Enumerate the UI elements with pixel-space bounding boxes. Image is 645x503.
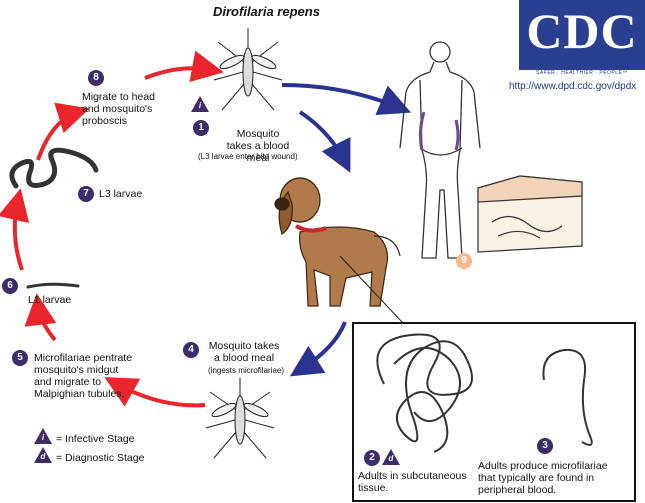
step-6-label: L1 larvae xyxy=(28,294,72,306)
step-4-note: (ingests microfilariae) xyxy=(208,366,285,375)
step-1-note: (L3 larvae enter bite wound) xyxy=(198,152,298,161)
arrow-6-to-7 xyxy=(0,188,30,271)
step-5-badge: 5 xyxy=(12,350,28,366)
arrow-8-to-1 xyxy=(144,50,224,83)
step-7-badge: 7 xyxy=(78,186,94,202)
legend-diagnostic-label: = Diagnostic Stage xyxy=(56,452,145,464)
mosquito-top xyxy=(213,28,283,111)
step-1-badge: 1 xyxy=(193,120,209,136)
cdc-tagline: SAFER · HEALTHIER · PEOPLE™ xyxy=(536,70,628,76)
arrow-4-to-5 xyxy=(104,377,206,408)
step-9-badge: 9 xyxy=(456,253,472,269)
adult-worms-drawing xyxy=(376,333,593,453)
step-2-badge: 2 xyxy=(364,450,380,466)
mosquito-bottom xyxy=(205,378,275,459)
legend-diagnostic-icon: d xyxy=(34,447,52,463)
step-4-badge: 4 xyxy=(183,342,199,358)
cdc-logo-letters: CDC xyxy=(526,3,638,59)
legend-infective-icon: i xyxy=(34,428,52,444)
arrow-7-to-8 xyxy=(36,102,90,161)
arrow-1-to-dog xyxy=(298,110,351,173)
diagram-title: Dirofilaria repens xyxy=(213,4,320,19)
step-6-badge: 6 xyxy=(2,278,18,294)
cdc-logo: CDC xyxy=(519,0,645,70)
l3-larva-drawing xyxy=(9,147,99,189)
infective-stage-icon: i xyxy=(191,96,209,112)
legend-infective-label: = Infective Stage xyxy=(56,433,135,445)
source-url[interactable]: http://www.dpd.cdc.gov/dpdx xyxy=(509,81,637,92)
arrow-dog-to-4 xyxy=(289,321,347,377)
step-7-label: L3 larvae xyxy=(99,188,143,200)
step-8-badge: 8 xyxy=(88,70,104,86)
arrow-1-to-human xyxy=(281,83,412,116)
dog xyxy=(274,177,403,323)
diagnostic-stage-icon: d xyxy=(382,449,400,465)
human-figure xyxy=(399,41,481,259)
step-3-badge: 3 xyxy=(537,438,553,454)
skin-section xyxy=(477,175,583,253)
arrow-5-to-6 xyxy=(24,293,57,342)
l1-larva-drawing xyxy=(26,282,80,289)
